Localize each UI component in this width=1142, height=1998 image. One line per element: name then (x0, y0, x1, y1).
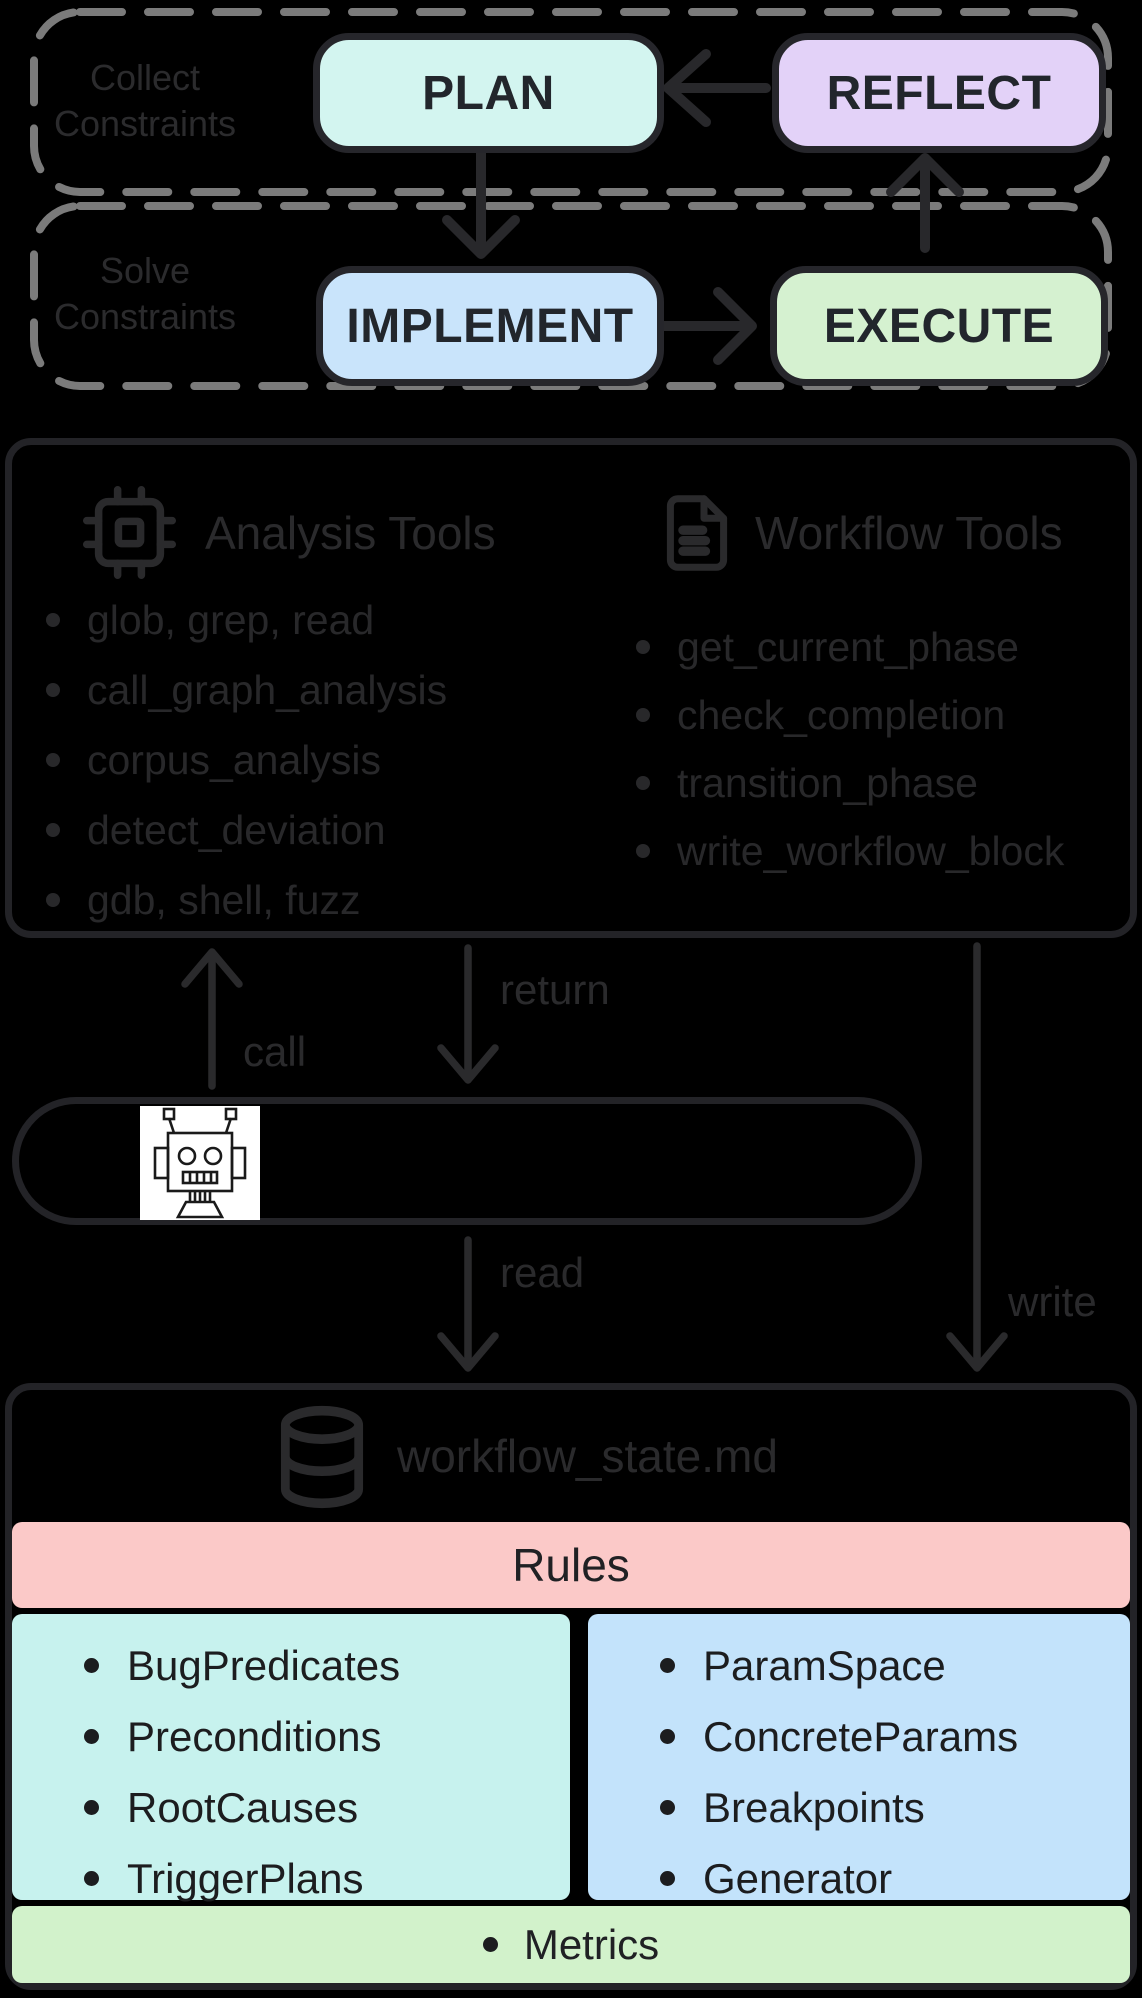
arrow-implement-to-execute (653, 287, 757, 365)
list-item: glob, grep, read (46, 585, 447, 655)
bullet-dot (482, 1937, 498, 1952)
tool-name: corpus_analysis (87, 736, 381, 783)
rules-label: Rules (512, 1539, 630, 1591)
workflow-state-box: workflow_state.md Rules BugPredicates Pr… (5, 1383, 1137, 1990)
fact-name: BugPredicates (127, 1641, 401, 1689)
arrow-plan-to-implement (442, 145, 520, 259)
arrow-write (946, 942, 1008, 1372)
state-file-title: workflow_state.md (397, 1430, 778, 1482)
workflow-tools-title: Workflow Tools (755, 506, 1063, 559)
tool-name: glob, grep, read (87, 596, 375, 643)
facts-list: BugPredicates Preconditions RootCauses T… (12, 1614, 570, 1914)
workflow-tools-list: get_current_phase check_completion trans… (636, 613, 1064, 885)
facts-panel: BugPredicates Preconditions RootCauses T… (12, 1614, 570, 1902)
database-icon (280, 1405, 364, 1509)
fact-name: RootCauses (127, 1783, 359, 1831)
list-item: BugPredicates (84, 1630, 570, 1701)
list-item: Preconditions (84, 1701, 570, 1772)
solve-constraints-label: Solve Constraints (53, 250, 237, 338)
cpu-icon (82, 485, 177, 580)
analysis-tools-list: glob, grep, read call_graph_analysis cor… (46, 585, 447, 935)
list-item: corpus_analysis (46, 725, 447, 795)
list-item: write_workflow_block (636, 817, 1064, 885)
fact-name: TriggerPlans (127, 1854, 364, 1902)
fact-name: Preconditions (127, 1712, 382, 1760)
collect-constraints-label: Collect Constraints (53, 57, 237, 145)
tool-name: detect_deviation (87, 806, 386, 853)
tool-name: write_workflow_block (677, 827, 1065, 874)
phase-execute-label: EXECUTE (823, 299, 1055, 353)
phase-reflect-label: REFLECT (826, 66, 1052, 120)
list-item: transition_phase (636, 749, 1064, 817)
arrow-call (181, 948, 243, 1090)
write-edge-label: write (1008, 1278, 1097, 1325)
phase-implement-label: IMPLEMENT (346, 299, 634, 353)
tool-name: get_current_phase (677, 623, 1019, 670)
document-icon (666, 495, 728, 571)
arrow-reflect-to-plan (663, 49, 771, 127)
params-panel: ParamSpace ConcreteParams Breakpoints Ge… (588, 1614, 1130, 1902)
metrics-label: Metrics (523, 1920, 660, 1968)
list-item: RootCauses (84, 1772, 570, 1843)
phase-reflect: REFLECT (772, 33, 1106, 153)
phase-implement: IMPLEMENT (316, 266, 664, 386)
return-edge-label: return (500, 966, 610, 1013)
params-list: ParamSpace ConcreteParams Breakpoints Ge… (588, 1614, 1130, 1914)
param-name: ParamSpace (703, 1641, 946, 1689)
tool-name: check_completion (677, 691, 1006, 738)
list-item: Generator (660, 1843, 1130, 1914)
param-name: Breakpoints (703, 1783, 925, 1831)
list-item: TriggerPlans (84, 1843, 570, 1914)
param-name: Generator (703, 1854, 893, 1902)
arrow-read (437, 1236, 499, 1372)
param-name: ConcreteParams (703, 1712, 1019, 1760)
phase-execute: EXECUTE (770, 266, 1108, 386)
list-item: Breakpoints (660, 1772, 1130, 1843)
list-item: get_current_phase (636, 613, 1064, 681)
phase-plan-label: PLAN (422, 66, 555, 120)
rules-bar: Rules (12, 1522, 1130, 1608)
arrow-execute-to-reflect (886, 153, 964, 253)
list-item: detect_deviation (46, 795, 447, 865)
list-item: gdb, shell, fuzz (46, 865, 447, 935)
call-edge-label: call (243, 1028, 307, 1075)
tool-name: call_graph_analysis (87, 666, 448, 713)
arrow-return (437, 944, 499, 1084)
tool-name: transition_phase (677, 759, 978, 806)
robot-icon (140, 1106, 260, 1220)
phase-plan: PLAN (313, 33, 664, 153)
tools-box: Analysis Tools Workflow Tools glob, grep… (5, 438, 1137, 938)
metrics-bar: Metrics (12, 1906, 1130, 1983)
read-edge-label: read (500, 1249, 585, 1296)
tool-name: gdb, shell, fuzz (87, 876, 361, 923)
list-item: call_graph_analysis (46, 655, 447, 725)
list-item: ConcreteParams (660, 1701, 1130, 1772)
agent-box (12, 1097, 922, 1225)
analysis-tools-title: Analysis Tools (205, 506, 496, 559)
list-item: check_completion (636, 681, 1064, 749)
list-item: ParamSpace (660, 1630, 1130, 1701)
